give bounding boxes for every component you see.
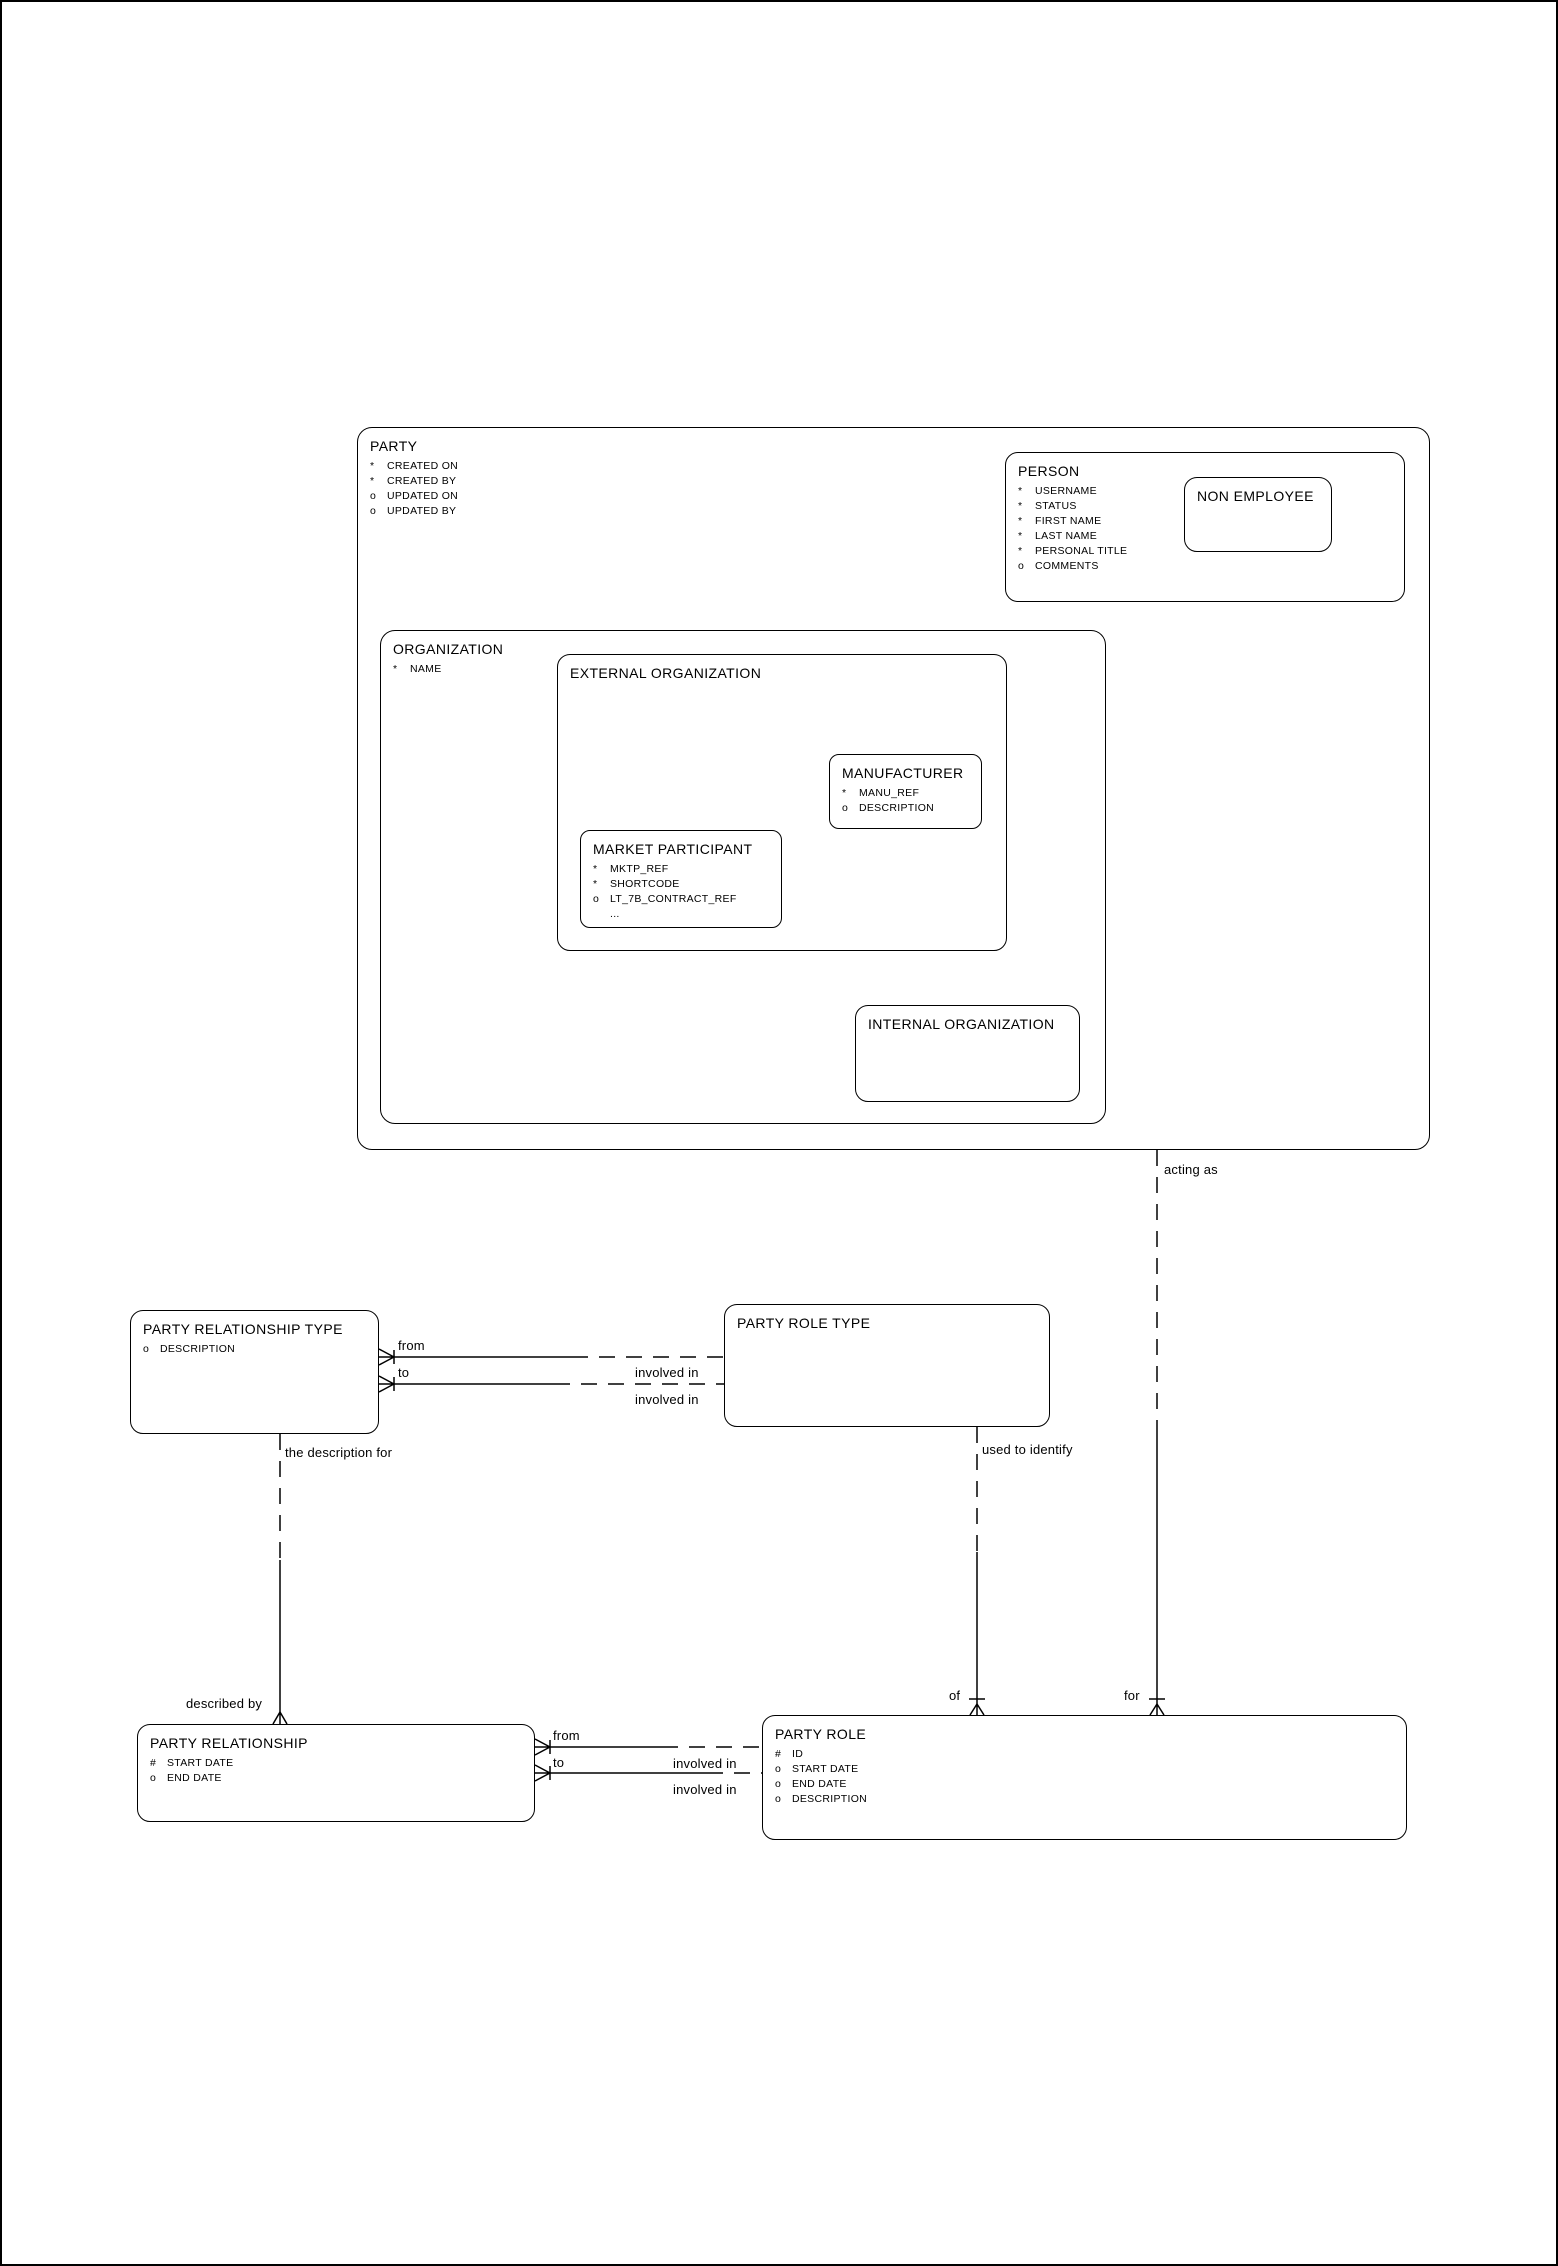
attr-row: *MKTP_REF	[593, 863, 669, 875]
rel-label-type-from: from	[398, 1338, 425, 1353]
entity-market-participant-title: MARKET PARTICIPANT	[593, 841, 753, 857]
rel-label-acting-as: acting as	[1164, 1162, 1218, 1177]
entity-organization: ORGANIZATION *NAME	[380, 630, 1106, 1124]
entity-party-relationship-title: PARTY RELATIONSHIP	[150, 1735, 308, 1751]
attr-row: *MANU_REF	[842, 787, 920, 799]
entity-non-employee-title: NON EMPLOYEE	[1197, 488, 1314, 504]
crows-foot-icon	[1149, 1703, 1165, 1716]
entity-non-employee: NON EMPLOYEE	[1184, 477, 1332, 552]
crows-foot-icon	[534, 1764, 551, 1782]
attr-row: *CREATED ON	[370, 460, 459, 472]
entity-person: PERSON *USERNAME *STATUS *FIRST NAME *LA…	[1005, 452, 1405, 602]
crows-foot-icon	[969, 1703, 985, 1716]
rel-type-from-line	[378, 1348, 724, 1366]
attr-row: *USERNAME	[1018, 485, 1097, 497]
rel-label-rel-involved-in-2: involved in	[673, 1782, 737, 1797]
entity-organization-attrs: *NAME	[381, 657, 1105, 678]
entity-external-organization-title: EXTERNAL ORGANIZATION	[570, 665, 762, 681]
attr-row: *PERSONAL TITLE	[1018, 545, 1128, 557]
attr-row: ...	[610, 908, 620, 920]
rel-label-for: for	[1124, 1688, 1140, 1703]
rel-label-type-involved-in-1: involved in	[635, 1365, 699, 1380]
attr-row: *NAME	[393, 663, 442, 675]
rel-label-used-to-identify: used to identify	[982, 1442, 1073, 1457]
entity-organization-title: ORGANIZATION	[393, 641, 504, 657]
entity-market-participant: MARKET PARTICIPANT *MKTP_REF *SHORTCODE …	[580, 830, 782, 928]
attr-row: *FIRST NAME	[1018, 515, 1102, 527]
entity-person-attrs: *USERNAME *STATUS *FIRST NAME *LAST NAME…	[1006, 479, 1404, 575]
entity-manufacturer-title: MANUFACTURER	[842, 765, 964, 781]
rel-label-type-involved-in-2: involved in	[635, 1392, 699, 1407]
entity-party-title: PARTY	[370, 438, 418, 454]
attr-row: *CREATED BY	[370, 475, 457, 487]
attr-row: #START DATE	[150, 1757, 234, 1769]
rel-acting-as-line	[1149, 1150, 1165, 1716]
attr-row: *LAST NAME	[1018, 530, 1098, 542]
rel-label-of: of	[949, 1688, 961, 1703]
rel-label-rel-involved-in-1: involved in	[673, 1756, 737, 1771]
entity-person-title: PERSON	[1018, 463, 1080, 479]
entity-party-role-title: PARTY ROLE	[775, 1726, 867, 1742]
entity-party-role-type-title: PARTY ROLE TYPE	[737, 1315, 871, 1331]
crows-foot-icon	[534, 1738, 551, 1756]
rel-label-the-description-for: the description for	[285, 1445, 393, 1460]
crows-foot-icon	[378, 1348, 395, 1366]
rel-described-by-line	[272, 1434, 288, 1725]
rel-label-rel-from: from	[553, 1728, 580, 1743]
entity-external-organization: EXTERNAL ORGANIZATION	[557, 654, 1007, 951]
entity-internal-organization: INTERNAL ORGANIZATION	[855, 1005, 1080, 1102]
crows-foot-icon	[272, 1711, 288, 1725]
rel-label-type-to: to	[398, 1365, 410, 1380]
entity-internal-organization-title: INTERNAL ORGANIZATION	[868, 1016, 1055, 1032]
attr-row: *SHORTCODE	[593, 878, 680, 890]
attr-row: #ID	[775, 1748, 804, 1760]
rel-used-to-identify-line	[969, 1427, 985, 1716]
crows-foot-icon	[378, 1375, 395, 1393]
rel-label-described-by: described by	[186, 1696, 263, 1711]
attr-row: *STATUS	[1018, 500, 1077, 512]
entity-party-role-type: PARTY ROLE TYPE	[724, 1304, 1050, 1427]
entity-party-relationship-type-title: PARTY RELATIONSHIP TYPE	[143, 1321, 343, 1337]
rel-label-rel-to: to	[553, 1755, 565, 1770]
